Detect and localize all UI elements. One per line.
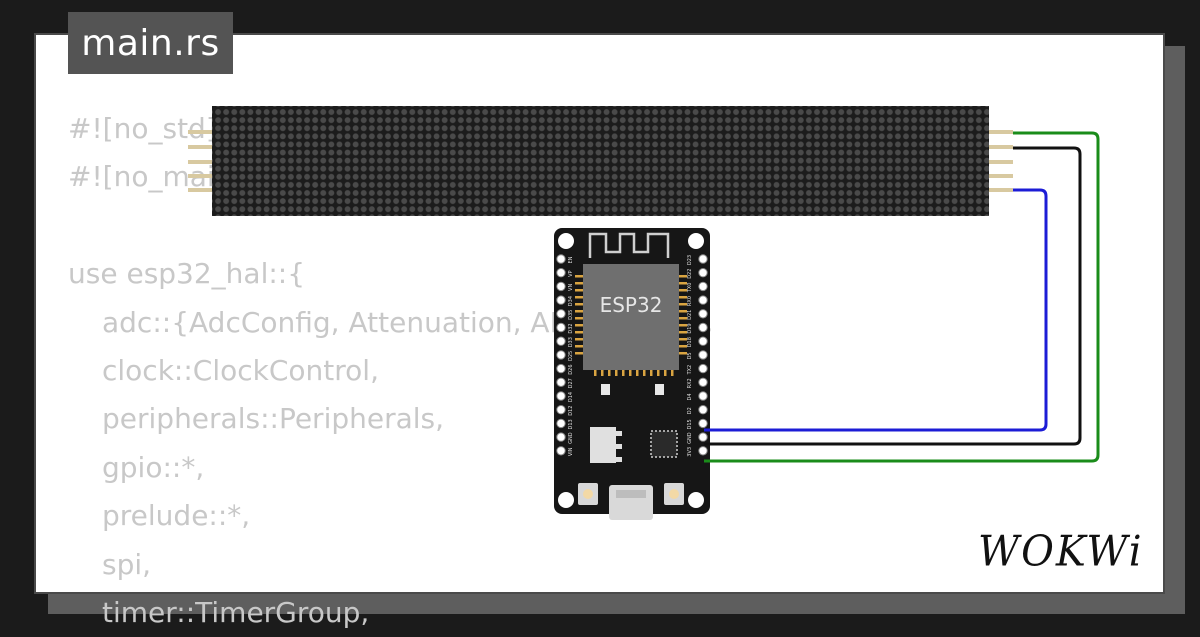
pin-hole[interactable] — [556, 350, 566, 360]
pin-label: D23 — [687, 255, 693, 265]
usb-uart-chip — [650, 430, 678, 458]
pin-label: D4 — [687, 393, 693, 400]
pin-label: D12 — [568, 406, 574, 416]
pin-label: D14 — [568, 392, 574, 402]
pin-label: D32 — [568, 323, 574, 333]
mount-hole — [558, 233, 574, 249]
matrix-left-pins — [188, 130, 212, 192]
matrix-right-pins — [989, 130, 1013, 192]
pin-label: TX2 — [687, 365, 693, 376]
pin-label: TX0 — [687, 283, 693, 294]
pin-label: D2 — [687, 407, 693, 414]
code-line: gpio::*, — [102, 450, 205, 484]
mount-hole — [688, 233, 704, 249]
pin-hole[interactable] — [698, 418, 708, 429]
pin-label: RX2 — [687, 378, 693, 388]
pin-hole[interactable] — [698, 446, 708, 456]
pin-label: D34 — [568, 296, 574, 306]
smd-component — [655, 384, 664, 395]
pin-hole[interactable] — [556, 254, 566, 264]
pin-label: D35 — [568, 310, 574, 320]
voltage-regulator — [590, 427, 616, 463]
pin-label: GND — [568, 432, 574, 444]
pin-hole[interactable] — [698, 322, 708, 333]
pin-hole[interactable] — [556, 336, 566, 346]
pin-hole[interactable] — [556, 432, 566, 442]
led-matrix[interactable] — [212, 106, 989, 216]
pin-label: GND — [687, 432, 693, 444]
pin-hole[interactable] — [698, 254, 708, 264]
pin-hole[interactable] — [556, 281, 566, 292]
pin-label: 3V3 — [687, 447, 693, 457]
pin-hole[interactable] — [556, 405, 566, 415]
pin-label: D18 — [687, 337, 693, 347]
pin-hole[interactable] — [698, 432, 708, 442]
pin-hole[interactable] — [556, 295, 566, 305]
pin-label: D21 — [687, 310, 693, 320]
code-line: timer::TimerGroup, — [102, 595, 370, 629]
pin-label: D22 — [687, 269, 693, 279]
pin-hole[interactable] — [698, 377, 708, 387]
pin-hole[interactable] — [556, 363, 566, 374]
code-line: prelude::*, — [102, 499, 251, 533]
pin-label: D27 — [568, 378, 574, 388]
pin-label: VN — [568, 284, 574, 291]
pin-label: VP — [568, 270, 574, 276]
wokwi-logo-text: WOKWi — [978, 527, 1144, 577]
pin-hole[interactable] — [698, 309, 708, 319]
pin-hole[interactable] — [556, 268, 566, 278]
code-line: #![no_std] — [68, 112, 217, 145]
esp32-board[interactable]: ESP32 ENVPVND34D35D32D33D25D26D27D14D12D… — [554, 228, 710, 520]
pin-hole[interactable] — [698, 405, 708, 415]
pin-hole[interactable] — [698, 336, 708, 346]
pin-hole[interactable] — [698, 268, 708, 278]
mount-hole — [558, 492, 574, 508]
pin-label: VIN — [568, 447, 574, 456]
pin-hole[interactable] — [556, 322, 566, 333]
code-line: peripherals::Peripherals, — [102, 402, 445, 436]
esp32-chip — [583, 264, 679, 370]
code-line: spi, — [102, 547, 152, 581]
mount-hole — [688, 492, 704, 508]
pin-label: D15 — [687, 419, 693, 429]
pin-label: D33 — [568, 337, 574, 347]
pin-label: EN — [568, 256, 574, 263]
chip-label: ESP32 — [600, 293, 663, 317]
pin-label: D26 — [568, 364, 574, 374]
pin-label: D13 — [568, 419, 574, 429]
wokwi-logo[interactable]: WOKWi — [978, 528, 1153, 576]
file-tab[interactable]: main.rs — [68, 12, 233, 74]
pin-hole[interactable] — [556, 309, 566, 319]
file-tab-label: main.rs — [81, 22, 220, 64]
data-wire[interactable] — [704, 188, 1048, 432]
pin-hole[interactable] — [556, 418, 566, 429]
pin-hole[interactable] — [556, 446, 566, 456]
pin-hole[interactable] — [698, 295, 708, 305]
pin-label: D5 — [687, 352, 693, 359]
smd-component — [601, 384, 610, 395]
pin-label: D19 — [687, 323, 693, 333]
chip-pads — [575, 275, 687, 376]
code-line: use esp32_hal::{ — [68, 257, 306, 291]
antenna-trace — [588, 232, 670, 258]
pin-hole[interactable] — [698, 391, 708, 401]
pin-label: RX0 — [687, 296, 693, 306]
power-wire[interactable] — [704, 131, 1100, 463]
pin-hole[interactable] — [556, 391, 566, 401]
pin-hole[interactable] — [698, 281, 708, 292]
ground-wire[interactable] — [704, 146, 1082, 446]
code-line: clock::ClockControl, — [102, 353, 379, 387]
pin-label: D25 — [568, 351, 574, 361]
pin-hole[interactable] — [698, 350, 708, 360]
pin-hole[interactable] — [556, 377, 566, 387]
pin-hole[interactable] — [698, 363, 708, 374]
